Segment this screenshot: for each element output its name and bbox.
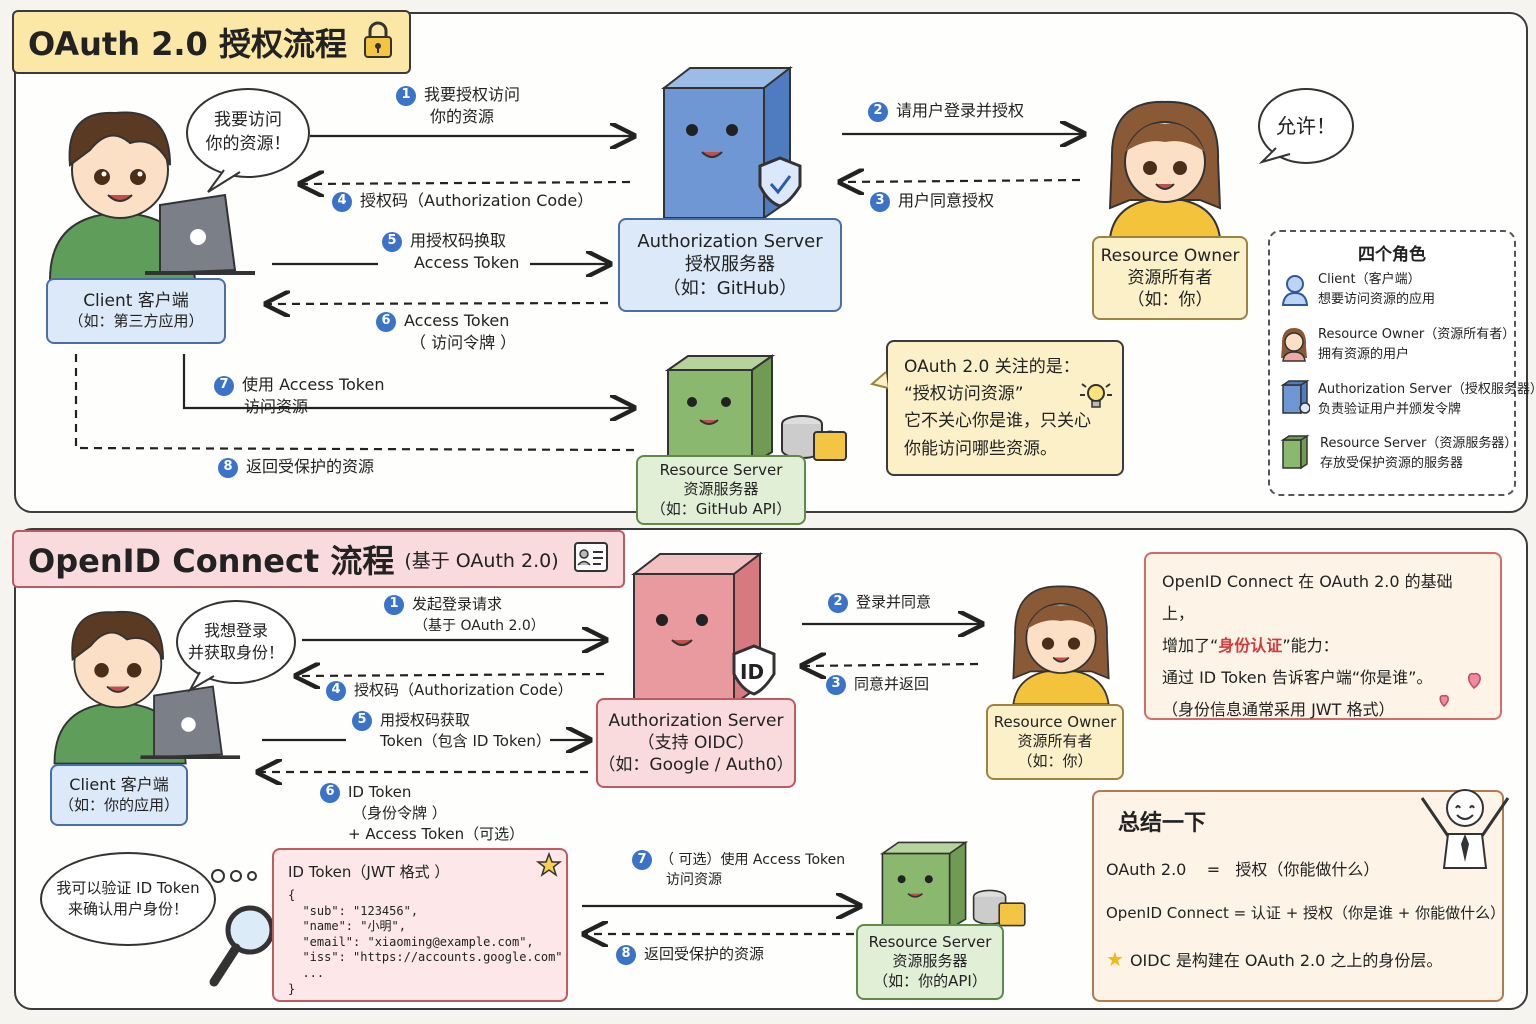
id-badge-text: ID: [740, 660, 765, 684]
roles-legend: 四个角色: [1268, 230, 1516, 496]
id-token-card-title: ID Token（JWT 格式 ）: [288, 863, 450, 881]
oidc-title: OpenID Connect 流程: [28, 542, 395, 580]
id-card-icon: [573, 541, 609, 577]
oidc-step-7: 7（ 可选）使用 Access Token 访问资源: [632, 850, 845, 890]
legend-title: 四个角色: [1358, 245, 1426, 265]
oidc-green-server-icon: [879, 840, 1026, 931]
oidc-owner-box: Resource Owner 资源所有者 （如：你）: [986, 704, 1124, 780]
oidc-title-sub: (基于 OAuth 2.0): [404, 549, 559, 572]
oidc-resource-server-box: Resource Server 资源服务器 （如：你的API）: [856, 924, 1004, 1000]
oauth-title-tag: OAuth 2.0 授权流程: [12, 10, 411, 74]
pink-server-icon: [631, 551, 776, 706]
oidc-verify-bubble: 我可以验证 ID Token 来确认用户身份！: [40, 852, 216, 946]
green-server-icon: [664, 354, 847, 464]
legend-green-server-icon: [1280, 434, 1310, 470]
summary-row-oidc: OpenID Connect = 认证 + 授权（你是谁 + 你能做什么）: [1106, 903, 1506, 922]
oauth-client-bubble: 我要访问 你的资源！: [186, 88, 310, 178]
oauth-client-box: Client 客户端 （如：第三方应用）: [46, 278, 226, 344]
blue-server-icon: [661, 65, 802, 220]
oidc-auth-server-box: Authorization Server （支持 OIDC） （如：Google…: [596, 698, 796, 788]
oauth-owner-bubble: 允许！: [1258, 88, 1354, 164]
oauth-title: OAuth 2.0 授权流程: [28, 25, 347, 63]
client-avatar-icon: [1281, 275, 1309, 306]
summary-title: 总结一下: [1118, 811, 1207, 836]
summary-box: 总结一下 OAuth 2.0 = 授权（你能做什么） OpenID Connec…: [1092, 790, 1506, 1002]
id-token-card: ID Token（JWT 格式 ） { "sub": "123456", "na…: [272, 848, 568, 1002]
heart-icon: [1439, 672, 1481, 708]
oauth-resource-server-box: Resource Server 资源服务器 （如：GitHub API）: [636, 455, 806, 525]
legend-auth-server: Authorization Server（授权服务器）负责验证用户并颁发令牌: [1318, 382, 1536, 417]
id-token-code: { "sub": "123456", "name": "小明", "email"…: [288, 888, 563, 996]
oidc-client-boy-icon: [53, 610, 241, 765]
highlight-identity-auth: 身份认证: [1218, 636, 1283, 655]
cheering-person-icon: [1420, 789, 1510, 869]
summary-row-oauth: OAuth 2.0 = 授权（你能做什么）: [1106, 860, 1380, 880]
oidc-client-bubble: 我想登录 并获取身份！: [176, 600, 296, 684]
oidc-title-tag: OpenID Connect 流程 (基于 OAuth 2.0): [12, 530, 625, 588]
legend-blue-server-icon: [1280, 380, 1310, 415]
legend-resource-server: Resource Server（资源服务器）存放受保护资源的服务器: [1320, 436, 1518, 471]
star-icon: [536, 852, 562, 877]
owner-girl-icon: [1108, 100, 1222, 239]
oauth-auth-server-box: Authorization Server 授权服务器 （如：GitHub）: [618, 218, 842, 312]
legend-owner: Resource Owner（资源所有者）拥有资源的用户: [1318, 327, 1516, 362]
summary-star-icon: ★: [1106, 946, 1124, 971]
lock-icon: [361, 21, 395, 63]
oidc-client-box: Client 客户端 （如：你的应用）: [50, 764, 188, 826]
lightbulb-icon: [1080, 383, 1112, 408]
oidc-owner-girl-icon: [1012, 585, 1110, 706]
thought-dots-icon: [211, 869, 257, 883]
oidc-info-note: OpenID Connect 在 OAuth 2.0 的基础上， 增加了“身份认…: [1144, 552, 1502, 720]
legend-client: Client（客户端）想要访问资源的应用: [1318, 272, 1436, 307]
magnifier-icon: [209, 905, 275, 987]
summary-row-layer: OIDC 是构建在 OAuth 2.0 之上的身份层。: [1129, 950, 1443, 970]
oauth-owner-box: Resource Owner 资源所有者 （如：你）: [1092, 236, 1248, 320]
client-boy-icon: [48, 111, 255, 281]
oauth-focus-note: OAuth 2.0 关注的是： “授权访问资源” 它不关心你是谁，只关心 你能访…: [886, 340, 1124, 476]
owner-avatar-icon: [1281, 328, 1307, 362]
